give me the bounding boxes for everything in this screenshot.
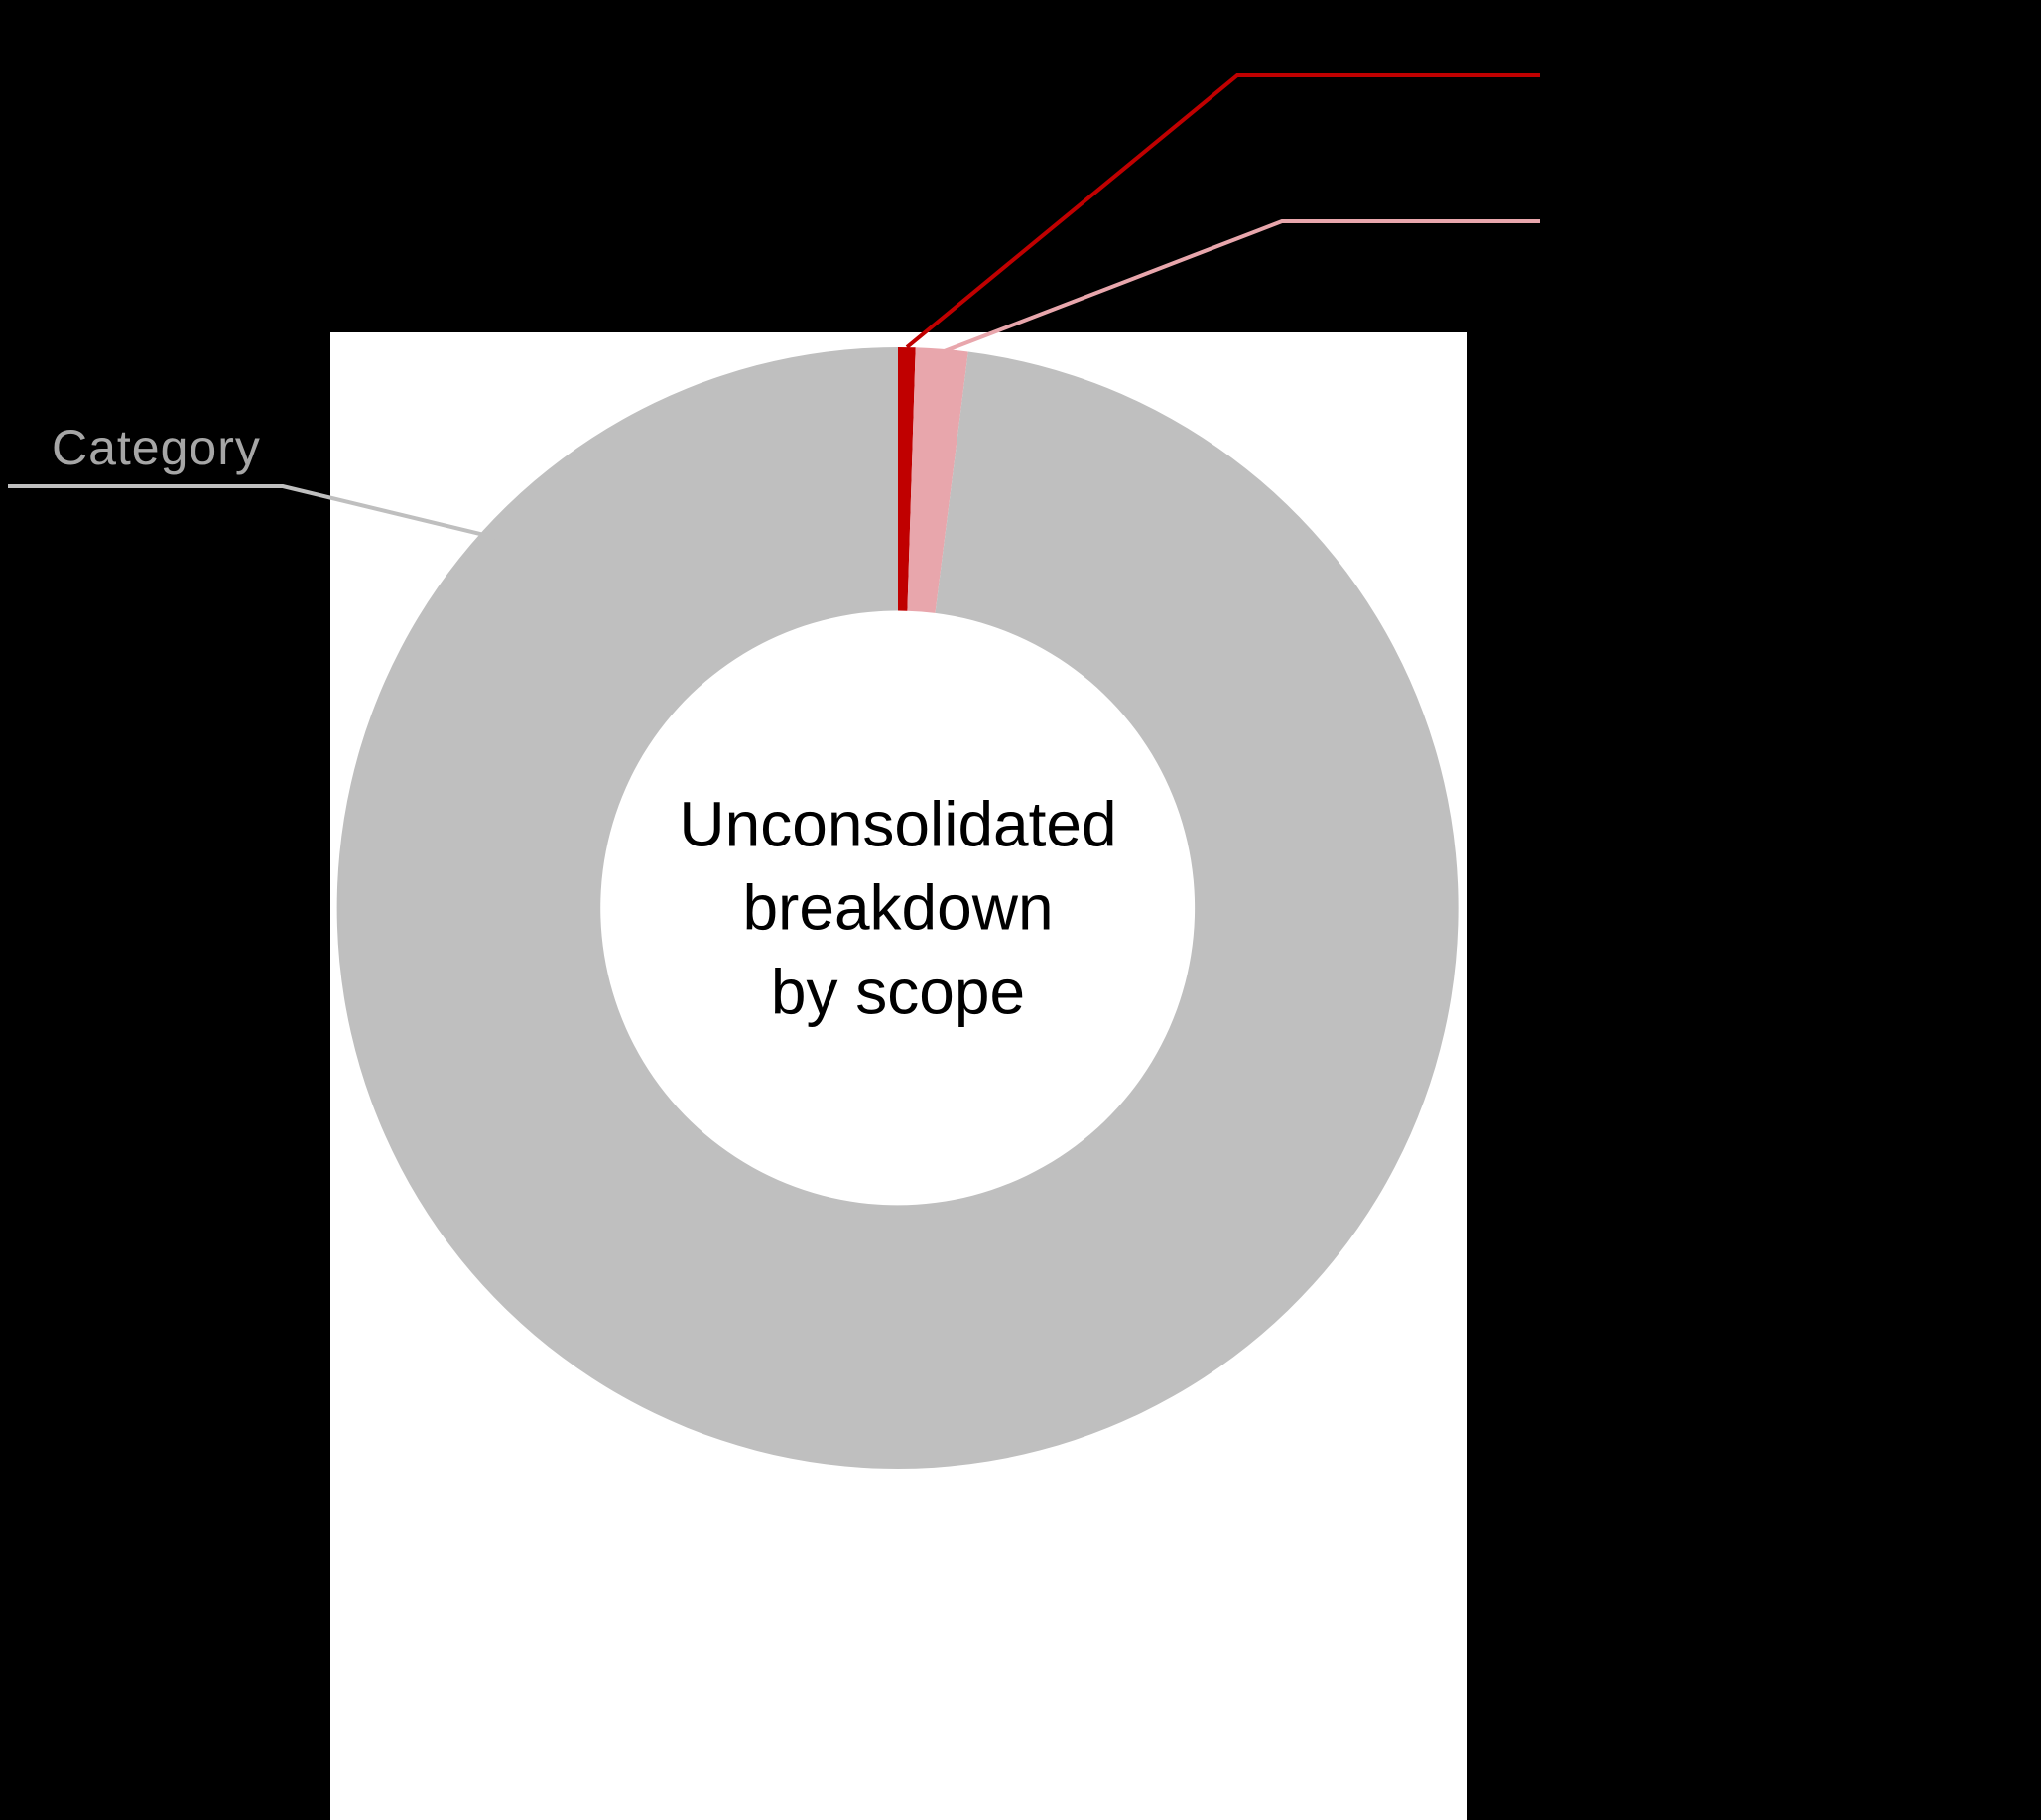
dark-red-leader-line <box>905 73 1540 349</box>
donut-center-title: Unconsolidated breakdown by scope <box>679 782 1116 1033</box>
center-title-line-1: Unconsolidated <box>679 788 1117 860</box>
category-label: Category <box>52 420 261 475</box>
center-title-line-3: by scope <box>770 956 1026 1028</box>
center-title-line-2: breakdown <box>742 871 1054 944</box>
chart-background-panel <box>330 332 1467 1820</box>
